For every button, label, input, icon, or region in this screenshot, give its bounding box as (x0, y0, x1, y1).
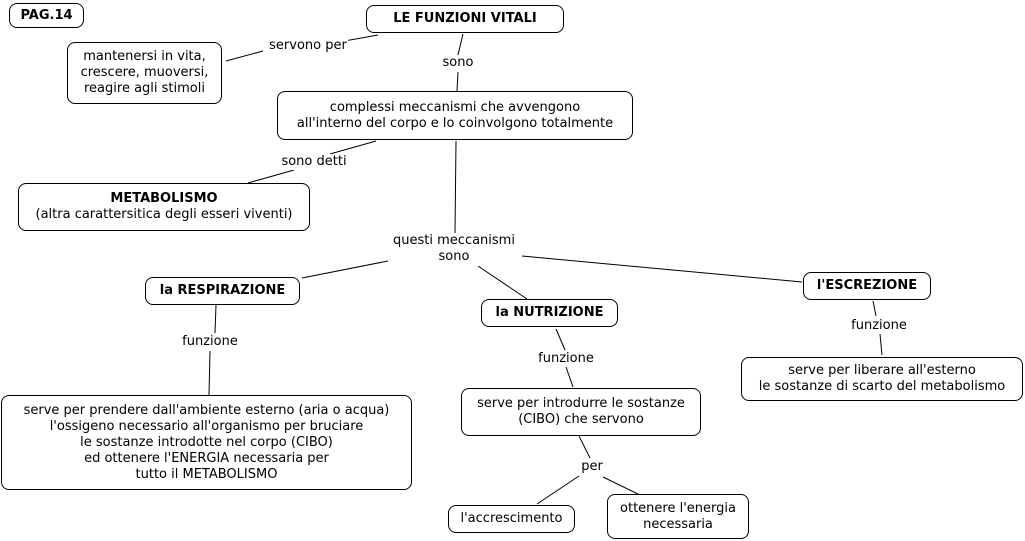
growth-node[interactable]: l'accrescimento (448, 505, 575, 533)
link-label-funzione-escrezione: funzione (850, 318, 908, 334)
link-label-sono-detti: sono detti (280, 154, 348, 170)
metabolism-node[interactable]: METABOLISMO (altra carattersitica degli … (18, 183, 310, 231)
energy-node[interactable]: ottenere l'energia necessaria (607, 494, 749, 539)
nutrition-desc-node[interactable]: serve per introdurre le sostanze (CIBO) … (461, 388, 701, 436)
respiration-desc-node[interactable]: serve per prendere dall'ambiente esterno… (1, 395, 412, 490)
link-label-funzione-nutrizione: funzione (537, 351, 595, 367)
title-node[interactable]: LE FUNZIONI VITALI (366, 5, 564, 33)
purpose-node[interactable]: mantenersi in vita, crescere, muoversi, … (67, 42, 222, 104)
page-tag: PAG.14 (9, 3, 84, 28)
nutrition-node[interactable]: la NUTRIZIONE (481, 299, 618, 327)
link-label-per: per (580, 459, 604, 475)
link-label-questi-meccanismi: questi meccanismi sono (392, 233, 516, 265)
excretion-desc-node[interactable]: serve per liberare all'esterno le sostan… (741, 357, 1023, 401)
link-label-servono-per: servono per (268, 38, 348, 54)
link-label-funzione-respirazione: funzione (181, 334, 239, 350)
metabolism-title: METABOLISMO (110, 191, 218, 206)
link-label-sono: sono (441, 55, 475, 71)
mechanisms-node[interactable]: complessi meccanismi che avvengono all'i… (277, 91, 633, 140)
respiration-node[interactable]: la RESPIRAZIONE (145, 277, 300, 305)
excretion-node[interactable]: l'ESCREZIONE (803, 272, 931, 300)
metabolism-desc: (altra carattersitica degli esseri viven… (35, 207, 293, 222)
